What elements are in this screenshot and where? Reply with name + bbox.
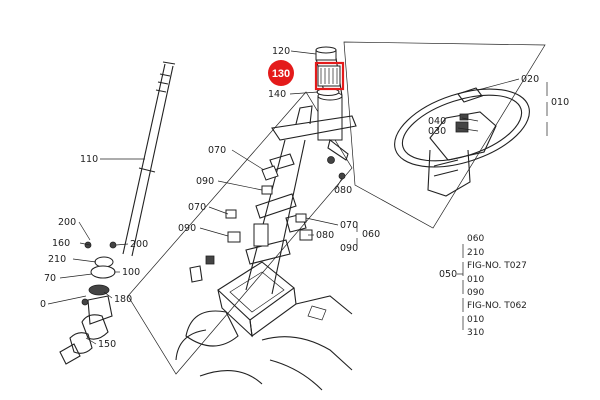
universal-joint-assembly — [59, 241, 117, 365]
leader-lines — [47, 50, 548, 345]
reference-row: FIG-NO. T027 — [467, 261, 527, 271]
callout-150: 150 — [98, 339, 116, 350]
callout-060: 060 — [362, 229, 380, 240]
reference-row: 210 — [467, 248, 484, 258]
top-bearing-parts — [315, 46, 341, 96]
column-assembly-panel — [127, 91, 353, 375]
callout-210: 210 — [48, 254, 66, 265]
reference-list: 050 060 210 FIG-NO. T027 010 090 FIG-NO.… — [439, 234, 527, 338]
small-fasteners — [189, 156, 346, 283]
callout-080-a: 080 — [334, 185, 352, 196]
highlight-130[interactable]: 130 — [268, 60, 345, 91]
callout-090-c: 090 — [340, 243, 358, 254]
callout-040: 040 — [428, 116, 446, 127]
callout-010: 010 — [551, 97, 569, 108]
callout-070-b: 070 — [188, 202, 206, 213]
callout-200-b: 200 — [130, 239, 148, 250]
reference-row: 010 — [467, 315, 484, 325]
highlight-box — [314, 61, 345, 91]
callout-100: 100 — [122, 267, 140, 278]
callout-120: 120 — [272, 46, 290, 57]
highlight-badge — [268, 60, 294, 86]
reference-group-label: 050 — [439, 269, 457, 280]
callout-070-c: 070 — [340, 220, 358, 231]
callout-0: 0 — [40, 299, 46, 310]
callout-110: 110 — [80, 154, 98, 165]
gear-box-housing — [175, 261, 353, 391]
callout-070-a: 070 — [208, 145, 226, 156]
callout-70: 70 — [44, 273, 56, 284]
callout-140: 140 — [268, 89, 286, 100]
highlight-label: 130 — [272, 68, 290, 80]
steering-column-body — [245, 57, 357, 295]
steering-wheel-panel — [343, 41, 546, 229]
reference-row: 310 — [467, 328, 484, 338]
callout-090-b: 090 — [178, 223, 196, 234]
callout-160: 160 — [52, 238, 70, 249]
reference-row: 090 — [467, 288, 484, 298]
callout-180: 180 — [114, 294, 132, 305]
steering-wheel-010 — [394, 87, 530, 197]
callout-labels: 120 140 020 010 040 030 110 070 090 070 … — [40, 46, 569, 350]
callout-200-a: 200 — [58, 217, 76, 228]
reference-row: 060 — [467, 234, 484, 244]
callout-090-a: 090 — [196, 176, 214, 187]
callout-020: 020 — [521, 74, 539, 85]
reference-row: FIG-NO. T062 — [467, 301, 527, 311]
reference-row: 010 — [467, 275, 484, 285]
bearing-130 — [317, 65, 341, 87]
callout-080-b: 080 — [316, 230, 334, 241]
callout-030: 030 — [428, 126, 446, 137]
